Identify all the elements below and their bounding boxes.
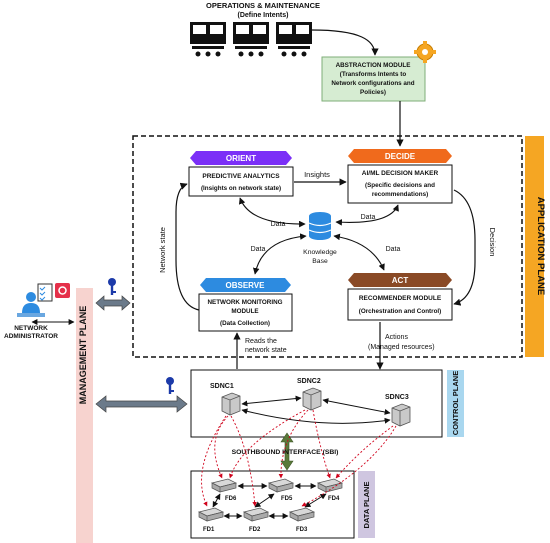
abstraction-line2: (Transforms Intents to: [340, 71, 407, 78]
orient-kb-arrow: [238, 197, 306, 228]
management-plane-band: [76, 288, 93, 543]
mgmt-control-link: [95, 395, 188, 413]
data-plane-band: [358, 471, 375, 538]
tools-icon: [55, 283, 70, 298]
management-plane-label: MANAGEMENT PLANE: [78, 306, 88, 405]
server-icon: [302, 387, 322, 411]
observe-tag: [200, 278, 291, 292]
data-label-decide: Data: [361, 214, 376, 221]
knowledge-base-label-1: Knowledge: [303, 249, 337, 256]
application-plane-band: [525, 136, 544, 357]
recommender-module-box: [347, 288, 453, 321]
observe-title-1: NETWORK MONITORING: [207, 299, 282, 306]
observe-label: OBSERVE: [226, 281, 266, 290]
act-tag: [348, 273, 452, 287]
data-label-observe: Data: [251, 246, 266, 253]
decide-tag: [348, 149, 452, 163]
data-plane-links: [212, 483, 327, 519]
switch-icon: [197, 478, 344, 522]
application-plane-label: APPLICATION PLANE: [535, 197, 546, 296]
sdnc2-label: SDNC2: [297, 378, 321, 385]
operator-desk-icon: [190, 22, 312, 57]
key-icon: [166, 377, 174, 394]
act-title: RECOMMENDER MODULE: [359, 295, 442, 302]
insights-label: Insights: [304, 170, 330, 179]
sdnc1-sdnc2-link: [241, 395, 302, 407]
intent-arrow: [311, 29, 379, 56]
om-subtitle: (Define Intents): [238, 12, 289, 19]
mgmt-app-link: [95, 295, 131, 311]
admin-label-2: ADMINISTRATOR: [4, 333, 58, 340]
database-icon: [308, 212, 332, 240]
fd6-label: FD6: [225, 496, 237, 502]
abstraction-module-box: [321, 56, 426, 102]
sbi-arrow: [280, 432, 294, 471]
decision-label: Decision: [488, 228, 497, 257]
checklist-icon: [37, 283, 53, 302]
act-kb-arrow: [333, 233, 385, 271]
admin-person-icon: [17, 292, 45, 317]
control-plane-band: [447, 370, 464, 437]
fd4-label: FD4: [328, 496, 340, 502]
sdnc1-label: SDNC1: [210, 383, 234, 390]
data-label-orient: Data: [271, 221, 286, 228]
fd2-label: FD2: [249, 527, 261, 533]
abstraction-line3: Network configurations and: [331, 80, 414, 87]
sdnc3-label: SDNC3: [385, 394, 409, 401]
predictive-analytics-box: [188, 166, 294, 197]
orient-desc: (Insights on network state): [201, 185, 281, 192]
fd1-label: FD1: [203, 527, 215, 533]
sdnc1-sdnc3-link: [241, 408, 391, 424]
decision-arrow: [453, 189, 476, 306]
network-state-label: Network state: [158, 227, 167, 273]
fd3-label: FD3: [296, 527, 308, 533]
abstraction-line4: Policies): [360, 89, 386, 96]
gear-icon: [414, 41, 436, 63]
controller-device-links: [201, 409, 397, 507]
knowledge-base-label-2: Base: [312, 258, 328, 265]
decision-maker-box: [347, 164, 453, 204]
key-icon: [108, 278, 116, 295]
observe-kb-arrow: [252, 233, 307, 275]
om-title: OPERATIONS & MAINTENANCE: [206, 1, 320, 10]
server-icon: [221, 392, 241, 416]
orient-title: PREDICTIVE ANALYTICS: [202, 173, 280, 180]
decide-title: AI/ML DECISION MAKER: [362, 170, 439, 177]
data-plane-label: DATA PLANE: [362, 482, 371, 529]
act-desc: (Orchestration and Control): [359, 308, 442, 315]
reads-label-1: Reads the: [245, 338, 277, 345]
observe-title-2: MODULE: [231, 308, 258, 315]
sbi-label: SOUTHBOUND INTERFACE (SBI): [232, 449, 339, 456]
actions-label-2: (Managed resources): [368, 344, 435, 351]
network-monitoring-box: [198, 293, 293, 332]
abstraction-title: ABSTRACTION MODULE: [336, 62, 411, 69]
orient-tag: [190, 151, 292, 165]
decide-kb-arrow: [335, 204, 399, 226]
control-plane-label: CONTROL PLANE: [451, 371, 460, 435]
admin-label-1: NETWORK: [14, 325, 48, 332]
server-icon: [391, 403, 411, 427]
observe-desc: (Data Collection): [220, 320, 270, 327]
decide-label: DECIDE: [385, 152, 416, 161]
fd5-label: FD5: [281, 496, 293, 502]
actions-label-1: Actions: [385, 334, 408, 341]
network-state-arrow: [175, 182, 200, 311]
decide-desc-2: recommendations): [372, 191, 428, 198]
data-label-act: Data: [386, 246, 401, 253]
act-label: ACT: [392, 276, 409, 285]
reads-label-2: network state: [245, 347, 287, 354]
orient-label: ORIENT: [226, 154, 256, 163]
application-plane-border: [132, 135, 523, 358]
decide-desc-1: (Specific decisions and: [365, 182, 435, 189]
